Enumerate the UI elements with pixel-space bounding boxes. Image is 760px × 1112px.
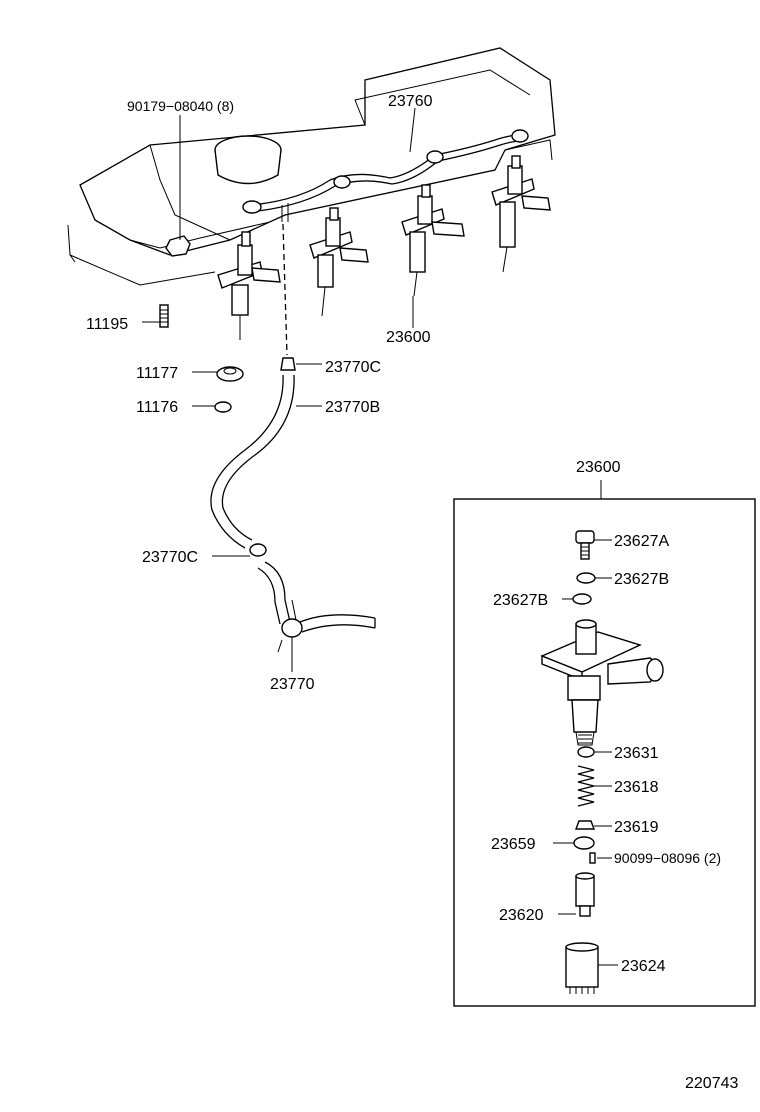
label-23619: 23619 (614, 819, 659, 836)
injector-2 (309, 207, 369, 317)
nut-90179 (165, 235, 191, 257)
stud-11195 (159, 304, 169, 328)
label-11195: 11195 (86, 316, 128, 333)
label-23770: 23770 (270, 676, 315, 693)
injector-1 (217, 231, 281, 340)
seat-11176 (214, 401, 232, 413)
exploded-injector (540, 530, 664, 994)
label-23770c-top: 23770C (325, 359, 381, 376)
label-23627b-left: 23627B (493, 592, 548, 609)
label-11176: 11176 (136, 399, 178, 416)
label-23600: 23600 (386, 329, 431, 346)
label-11177: 11177 (136, 365, 178, 382)
seat-11177 (216, 366, 244, 382)
diagram-id: 220743 (685, 1075, 738, 1092)
exploded-view-box (453, 498, 756, 1007)
label-23770b: 23770B (325, 399, 380, 416)
label-90179: 90179−08040 (8) (127, 98, 234, 114)
label-23627b-right: 23627B (614, 571, 669, 588)
label-23620: 23620 (499, 907, 544, 924)
label-23631: 23631 (614, 745, 659, 762)
leak-off-hose (210, 223, 376, 653)
label-23760: 23760 (388, 93, 433, 110)
injection-pipe (242, 129, 529, 222)
label-23659: 23659 (491, 836, 536, 853)
injector-4 (491, 155, 551, 273)
label-23624: 23624 (621, 958, 666, 975)
cylinder-head-cover (67, 47, 556, 286)
box-title-23600: 23600 (576, 459, 621, 476)
label-23627a: 23627A (614, 533, 669, 550)
leader-lines (142, 107, 416, 672)
label-23770c-low: 23770C (142, 549, 198, 566)
label-90099: 90099−08096 (2) (614, 850, 721, 866)
label-23618: 23618 (614, 779, 659, 796)
injector-3 (401, 184, 465, 297)
